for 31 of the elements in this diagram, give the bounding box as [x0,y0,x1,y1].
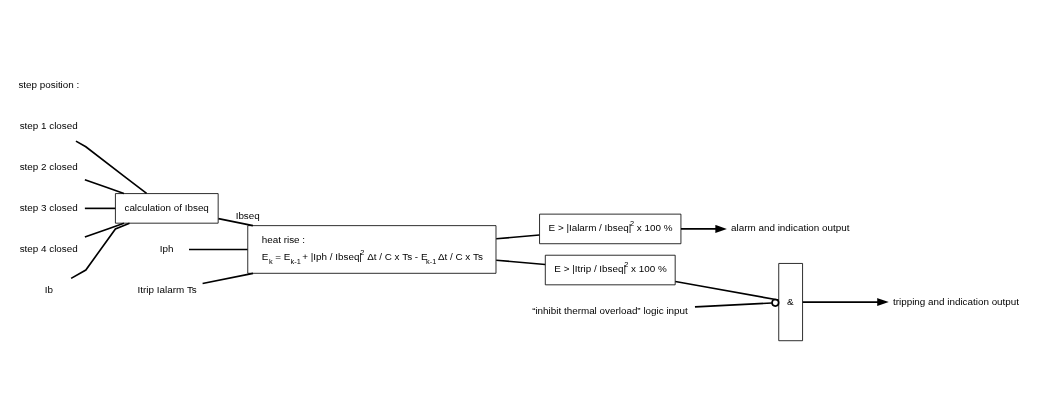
node-box: heat rise : E$_{k}$ = E$_{k-1}$ + |Iph / Ibseq|$^{2}$ Δt / C x Ts - E$_{k-1}$ Δt / C x Ts [247,224,497,274]
arrow [680,224,727,233]
node-box: calculation of Ibseq [115,192,219,224]
node-text: Iph [159,242,174,254]
edge-label: Ibseq [235,209,260,221]
node-box: E > |Itrip / Ibseq|$^{2}$ x 100 % [544,254,676,285]
node-text: step 1 closed [19,119,78,131]
node-text: step 2 closed [19,160,78,172]
connector [84,178,125,194]
connector [201,272,254,284]
connector [70,221,131,279]
connector [188,248,249,250]
connector [84,221,125,238]
node-box: E > |Ialarm / Ibseq|$^{2}$ x 100 % [539,213,682,244]
node-text: tripping and indication output [892,295,1020,307]
arrow [801,297,889,306]
connector [84,207,117,209]
label: step position : [18,78,80,90]
connector [495,258,547,265]
connector [674,280,780,301]
node-text: step 4 closed [19,242,78,254]
connector [217,217,254,226]
node-text: Ib [44,283,53,295]
node-box: & [778,262,803,341]
node-text: Itrip Ialarm Ts [137,283,197,295]
connector [694,298,780,308]
node-text: step 3 closed [19,201,78,213]
connector [75,139,148,194]
node-text: “inhibit thermal overload” logic input [532,304,688,316]
node-text: alarm and indication output [731,221,850,233]
connector [495,233,541,240]
